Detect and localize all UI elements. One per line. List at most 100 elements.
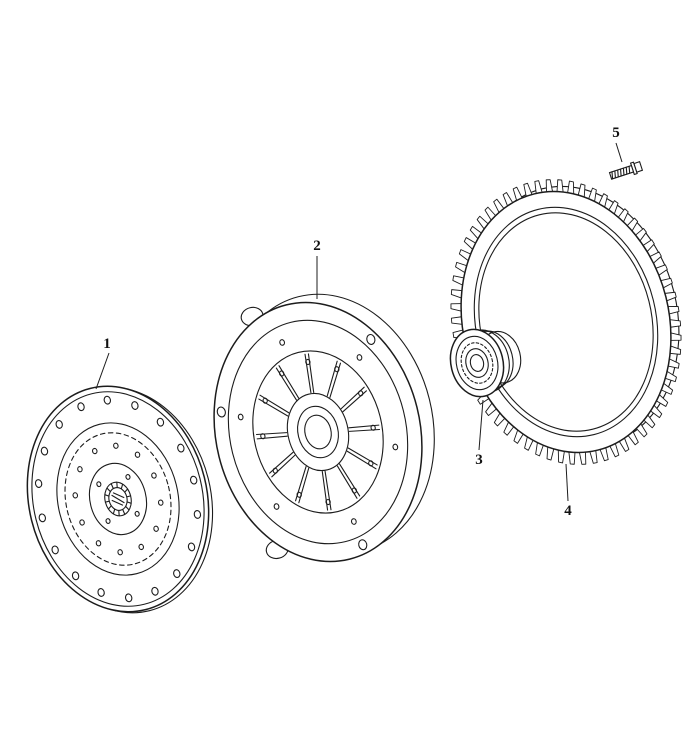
thread-line [625, 166, 628, 175]
hub-hatch-line [112, 492, 125, 499]
disc-rivet [117, 549, 123, 556]
bolt [608, 161, 644, 180]
part-label-4: 4 [564, 503, 572, 519]
clutch-pressure-plate [213, 293, 435, 563]
disc-hole [187, 542, 196, 552]
bearing-inner-race [465, 348, 489, 378]
part-label-2: 2 [313, 238, 321, 254]
thread-line [614, 170, 616, 179]
callout-line-5 [615, 142, 623, 163]
flywheel-ring-gear [450, 179, 682, 465]
disc-hole [103, 395, 112, 405]
disc-friction-inner-edge [56, 422, 180, 576]
hub-hatch-line [111, 499, 124, 506]
finger-rivet [262, 397, 268, 404]
finger-rivet [272, 467, 278, 474]
gear-tooth [556, 179, 564, 195]
disc-hole-ring [34, 395, 202, 603]
finger-rivet [278, 370, 285, 377]
disc-hole [124, 593, 133, 603]
cover-rivet [273, 503, 280, 510]
gear-tooth [578, 450, 587, 465]
disc-rivet [157, 499, 164, 506]
disc-rivet-ring [72, 442, 164, 556]
finger-outer-ring [252, 350, 384, 514]
spline-tick [112, 508, 116, 515]
clutch-disc [26, 385, 214, 614]
cover-rivet [350, 518, 357, 525]
disc-rivet [72, 492, 79, 499]
finger-rivet [370, 424, 376, 431]
disc-hole [40, 446, 49, 456]
cover-rivet [356, 354, 363, 361]
thread-line [619, 168, 622, 177]
disc-hole [71, 571, 80, 581]
disc-hole [97, 588, 105, 597]
cover-rivet [237, 413, 244, 421]
rim-bolt-hole [358, 539, 368, 551]
thread-line [628, 165, 631, 174]
disc-rivet [77, 466, 83, 473]
hub-spline-ticks [104, 481, 132, 517]
hub-rivet [134, 510, 140, 517]
part-label-3: 3 [475, 452, 483, 468]
hub-hatch-line [111, 494, 125, 504]
thread-line [611, 171, 614, 180]
spline-tick [124, 488, 129, 493]
spline-tick [110, 483, 114, 490]
disc-rivet [113, 442, 119, 449]
spline-tick [122, 508, 126, 515]
bearing-bore [469, 354, 485, 372]
callout-line-4 [565, 463, 569, 502]
disc-hole [51, 545, 59, 555]
disc-rivet [151, 472, 157, 479]
diaphragm-fingers [255, 353, 381, 511]
cover-rivet [392, 443, 399, 451]
gear-tooth [545, 179, 554, 194]
spline-tick [104, 494, 110, 497]
finger-rivet [358, 390, 364, 397]
rim-bolt-hole [366, 333, 376, 345]
disc-rivet [91, 447, 98, 455]
disc-hole [177, 443, 185, 453]
callout-line-1 [95, 352, 110, 390]
finger-rivet [334, 366, 340, 373]
gear-tooth [450, 303, 464, 313]
spline-tick [126, 501, 132, 504]
spline-tick [107, 505, 112, 510]
disc-hole [193, 510, 202, 519]
gear-tooth [534, 180, 544, 196]
callouts: 1 2 3 4 5 [95, 125, 623, 519]
spline-tick [120, 483, 124, 490]
spline-tick [125, 505, 130, 511]
finger-rivet [296, 491, 302, 498]
plate-rim-inner-edge [227, 319, 409, 545]
finger-rivet [368, 460, 374, 467]
disc-rivet [138, 543, 145, 551]
part-label-5: 5 [612, 125, 620, 141]
bearing-rollers [460, 342, 494, 384]
thread-line [622, 167, 625, 176]
release-ring-outer [297, 405, 339, 459]
spline-tick [104, 500, 110, 503]
disc-hole [77, 402, 85, 412]
hub-rivet [105, 518, 111, 524]
gear-tooth [588, 448, 598, 464]
spline-tick [106, 487, 111, 493]
spline-tick [118, 509, 120, 517]
callout-line-3 [478, 399, 484, 451]
plate-rim-bolt-holes [216, 333, 376, 551]
disc-hole [151, 586, 159, 596]
disc-rivet [79, 519, 85, 526]
part-label-1: 1 [103, 336, 111, 352]
disc-rim-inner-line [31, 391, 205, 607]
hub-rivet [125, 474, 131, 480]
hub-rivet [96, 481, 102, 488]
rim-bolt-hole [216, 406, 226, 418]
disc-hole [156, 417, 165, 427]
disc-rivet [153, 525, 159, 532]
disc-dashed-circle [64, 432, 172, 566]
bearing-outer-race [455, 335, 499, 391]
